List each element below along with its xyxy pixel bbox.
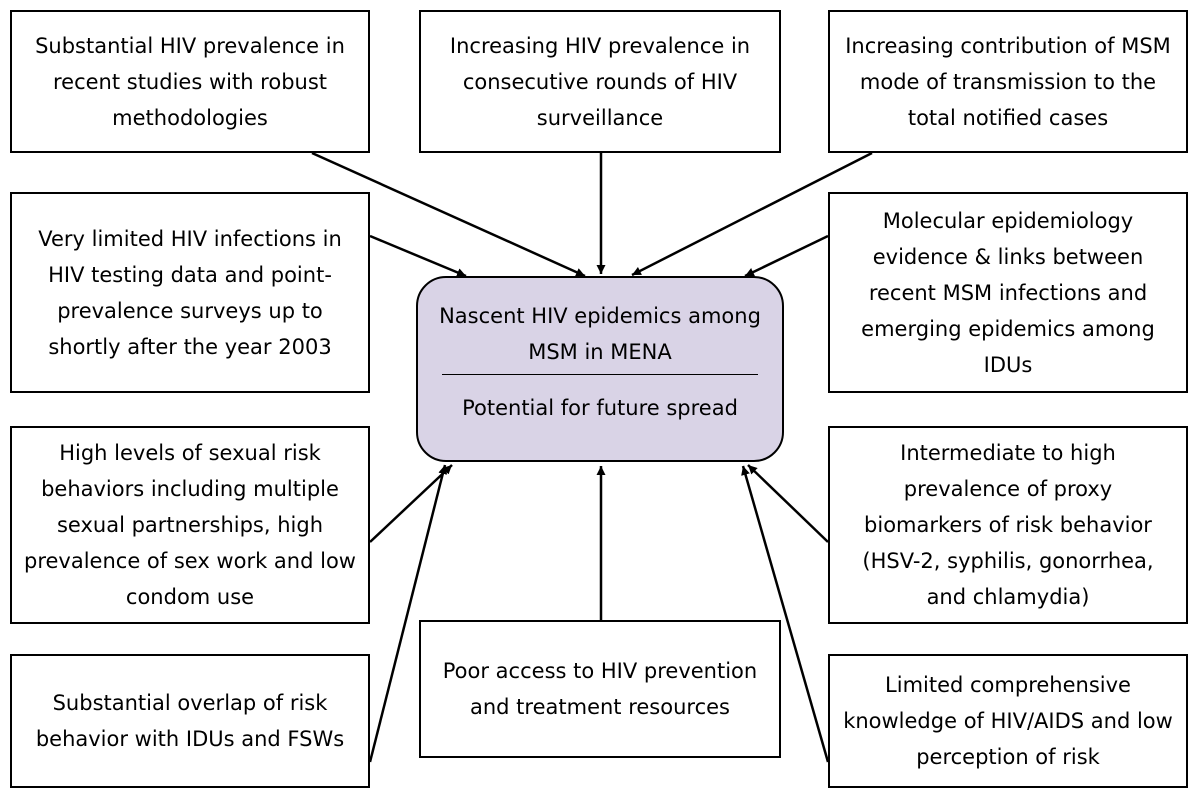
factor-text: Intermediate to high prevalence of proxy… <box>862 441 1154 609</box>
factor-text: Increasing contribution of MSM mode of t… <box>845 33 1171 130</box>
factor-text: Increasing HIV prevalence in consecutive… <box>449 33 751 130</box>
factor-box-mid-left: Very limited HIV infections in HIV testi… <box>10 192 370 393</box>
factor-text: Limited comprehensive knowledge of HIV/A… <box>843 673 1173 769</box>
factor-text: High levels of sexual risk behaviors inc… <box>24 441 356 609</box>
factor-box-lower-left: High levels of sexual risk behaviors inc… <box>10 426 370 624</box>
arrow-top-right <box>631 151 873 277</box>
factor-box-top-right: Increasing contribution of MSM mode of t… <box>828 10 1188 153</box>
factor-box-bottom-center: Poor access to HIV prevention and treatm… <box>419 620 781 758</box>
arrow-lower-left <box>369 464 453 543</box>
factor-box-lower-right: Intermediate to high prevalence of proxy… <box>828 426 1188 624</box>
factor-text: Molecular epidemiology evidence & links … <box>861 208 1155 377</box>
factor-box-bottom-left: Substantial overlap of risk behavior wit… <box>10 654 370 788</box>
central-title: Nascent HIV epidemics among MSM in MENA <box>439 304 761 364</box>
arrow-mid-left <box>369 234 467 278</box>
arrow-top-left <box>311 151 586 278</box>
factor-text: Substantial HIV prevalence in recent stu… <box>35 33 345 130</box>
factor-box-mid-right: Molecular epidemiology evidence & links … <box>828 192 1188 393</box>
central-divider <box>442 374 758 375</box>
factor-box-top-center: Increasing HIV prevalence in consecutive… <box>419 10 781 153</box>
arrow-lower-right <box>747 464 829 543</box>
factor-text: Substantial overlap of risk behavior wit… <box>35 691 345 751</box>
arrow-bottom-right <box>741 465 830 763</box>
factor-box-top-left: Substantial HIV prevalence in recent stu… <box>10 10 370 153</box>
arrow-mid-right <box>744 234 829 278</box>
factor-text: Very limited HIV infections in HIV testi… <box>38 226 342 359</box>
central-node: Nascent HIV epidemics among MSM in MENA … <box>416 276 784 462</box>
factor-text: Poor access to HIV prevention and treatm… <box>442 659 758 719</box>
arrow-bottom-left <box>368 464 448 763</box>
factor-box-bottom-right: Limited comprehensive knowledge of HIV/A… <box>828 654 1188 788</box>
central-subtitle: Potential for future spread <box>462 396 738 420</box>
